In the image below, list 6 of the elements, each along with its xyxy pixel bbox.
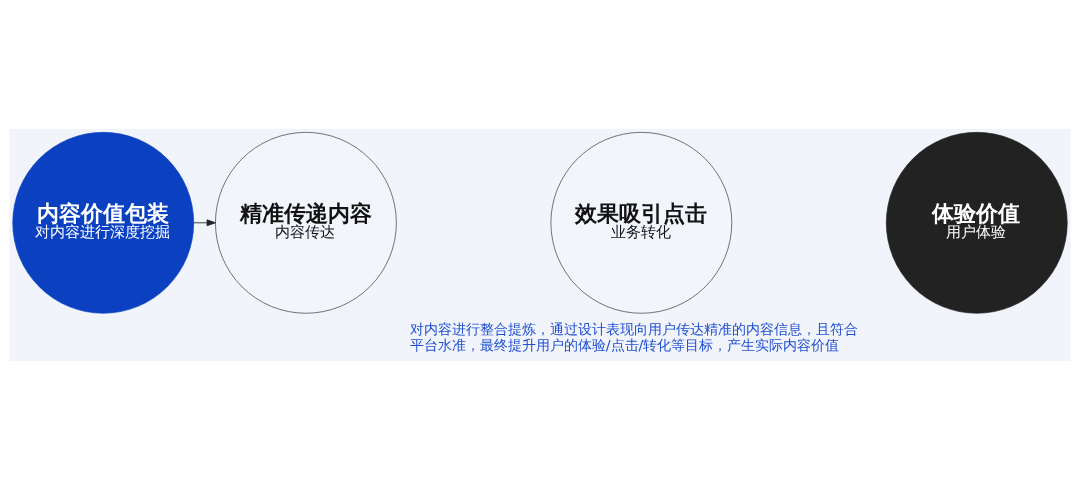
node-circle: 精准传递内容 内容传达: [215, 132, 397, 314]
arrow: [193, 219, 216, 227]
label: 对内容进行整合提炼，通过设计表现向用户传达精准的内容信息，且符合平台水准，最终提升用户的体验/点击/转化等目标，产生实际内容价值: [409, 320, 858, 353]
node-circle: 效果吸引点击 业务转化: [550, 132, 733, 314]
node-circle: 体验价值 用户体验: [886, 132, 1068, 314]
node-circle: 内容价值包装 对内容进行深度挖掘: [12, 132, 194, 314]
